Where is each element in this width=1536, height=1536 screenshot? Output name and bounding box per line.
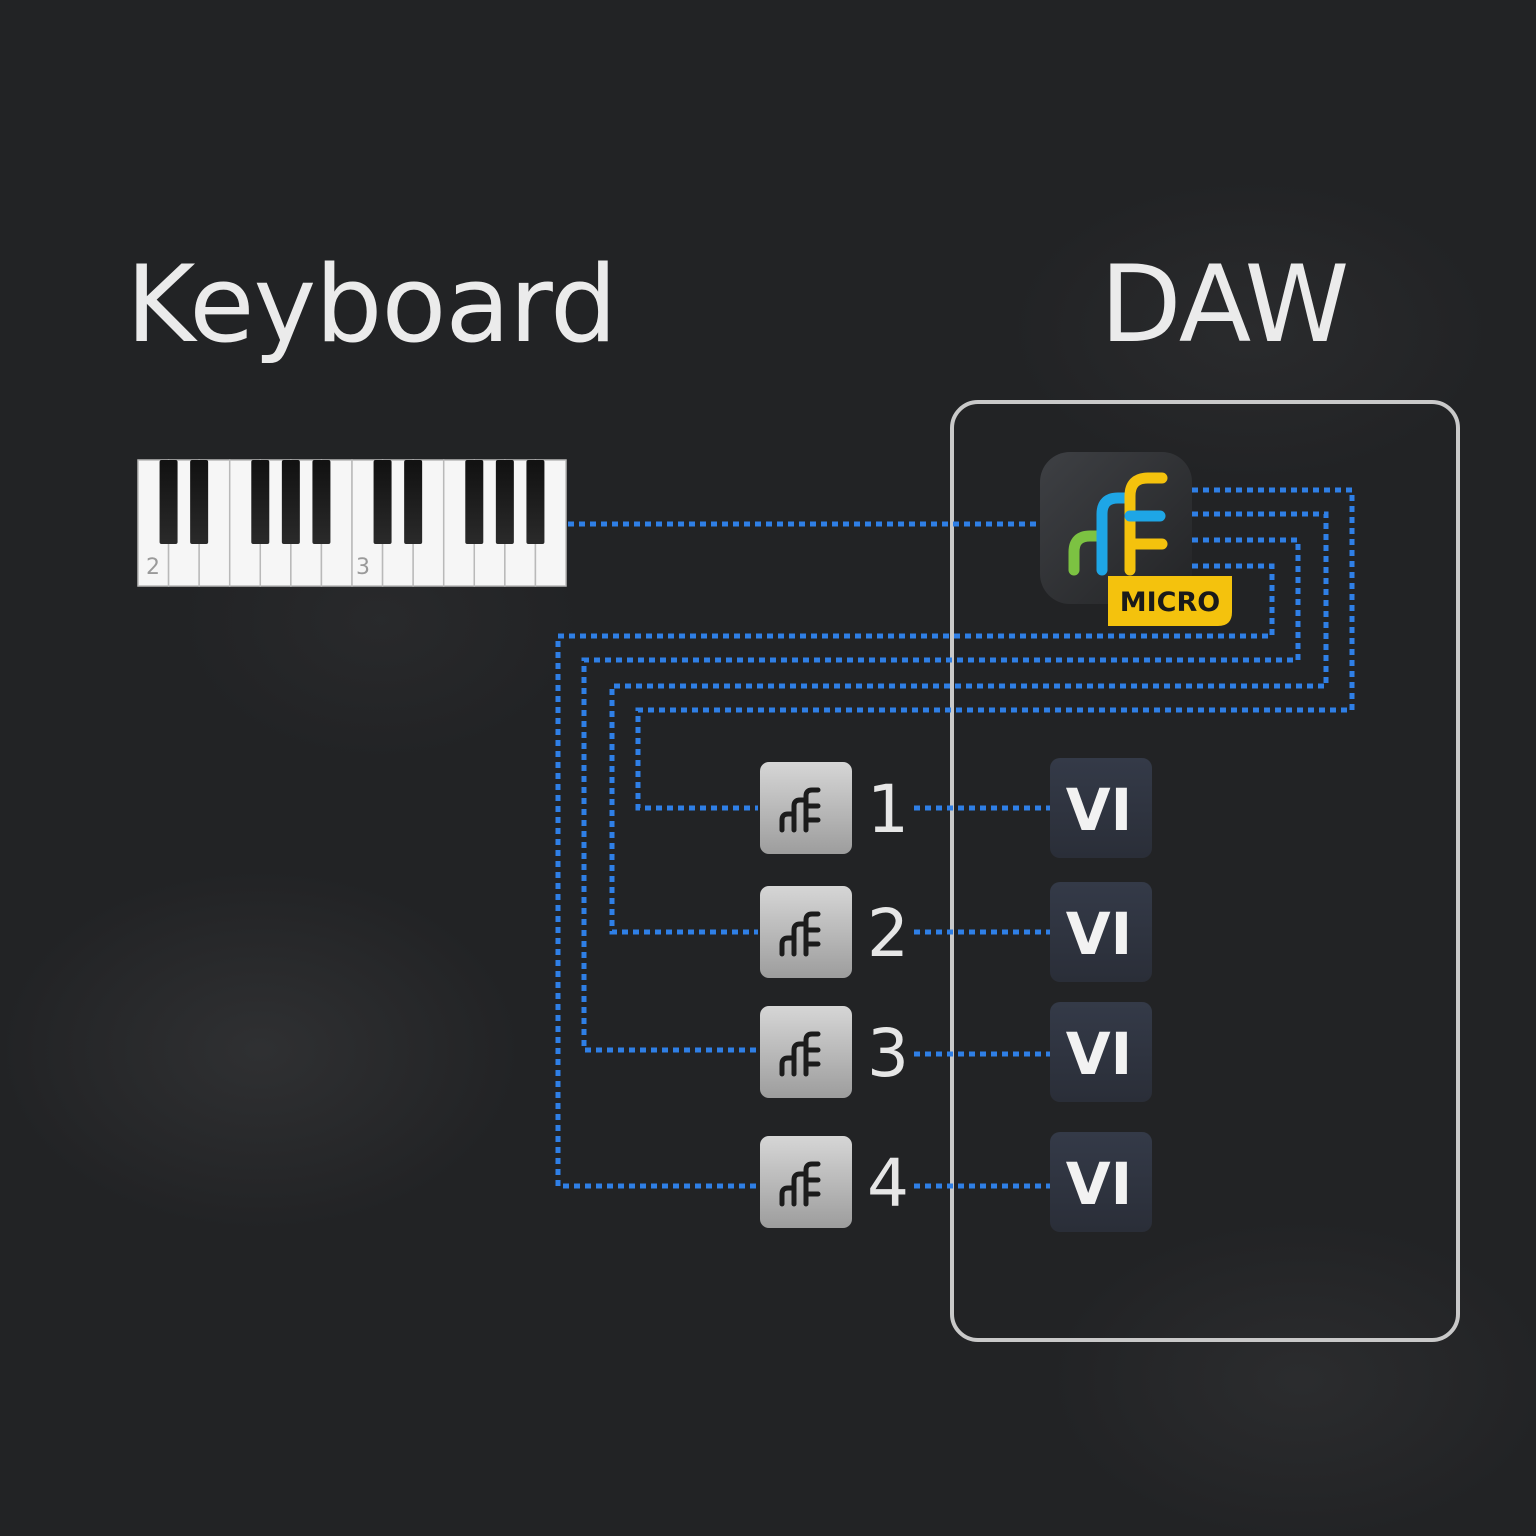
piano-keyboard: 2 3 <box>137 459 567 587</box>
track-row-4: 4 VI <box>760 1132 1152 1232</box>
track-plugin-icon[interactable] <box>760 1006 852 1098</box>
black-key <box>404 460 423 544</box>
black-key <box>312 460 331 544</box>
track-number: 4 <box>867 1145 909 1222</box>
track-number: 1 <box>867 771 909 848</box>
black-key <box>159 460 178 544</box>
output-route-2 <box>609 511 1329 935</box>
virtual-instrument-label: VI <box>1066 1150 1132 1218</box>
octave-label-2: 2 <box>146 555 160 580</box>
virtual-instrument[interactable]: VI <box>1050 1132 1152 1232</box>
output-route-3 <box>581 537 1301 1053</box>
output-route-1 <box>635 487 1355 811</box>
micro-badge-label: MICRO <box>1120 587 1220 618</box>
virtual-instrument[interactable]: VI <box>1050 1002 1152 1102</box>
black-key <box>495 460 514 544</box>
track-number: 3 <box>867 1015 909 1092</box>
virtual-instrument-label: VI <box>1066 776 1132 844</box>
track-row-3: 3 VI <box>760 1002 1152 1102</box>
connectors <box>555 487 1355 1189</box>
track-row-1: 1 VI <box>760 758 1152 858</box>
black-key <box>526 460 545 544</box>
plugin-logo-icon <box>779 911 821 957</box>
track-number: 2 <box>867 895 909 972</box>
track-plugin-icon[interactable] <box>760 886 852 978</box>
output-route-4 <box>555 563 1275 1189</box>
plugin-logo-icon <box>779 1031 821 1077</box>
virtual-instrument-label: VI <box>1066 900 1132 968</box>
plugin-logo-icon <box>779 1161 821 1207</box>
daw-label: DAW <box>1100 243 1349 366</box>
black-key <box>190 460 209 544</box>
daw-container <box>950 400 1460 1342</box>
black-key <box>251 460 270 544</box>
track-row-2: 2 VI <box>760 882 1152 982</box>
virtual-instrument-label: VI <box>1066 1020 1132 1088</box>
black-key <box>373 460 392 544</box>
virtual-instrument[interactable]: VI <box>1050 882 1152 982</box>
microtonal-app-icon[interactable]: MICRO <box>1040 452 1232 626</box>
keyboard-label: Keyboard <box>126 243 617 366</box>
micro-badge <box>1108 576 1232 626</box>
plugin-logo-icon <box>779 787 821 833</box>
virtual-instrument[interactable]: VI <box>1050 758 1152 858</box>
track-plugin-icon[interactable] <box>760 762 852 854</box>
black-key <box>465 460 484 544</box>
black-key <box>281 460 300 544</box>
track-plugin-icon[interactable] <box>760 1136 852 1228</box>
octave-label-3: 3 <box>356 555 370 580</box>
